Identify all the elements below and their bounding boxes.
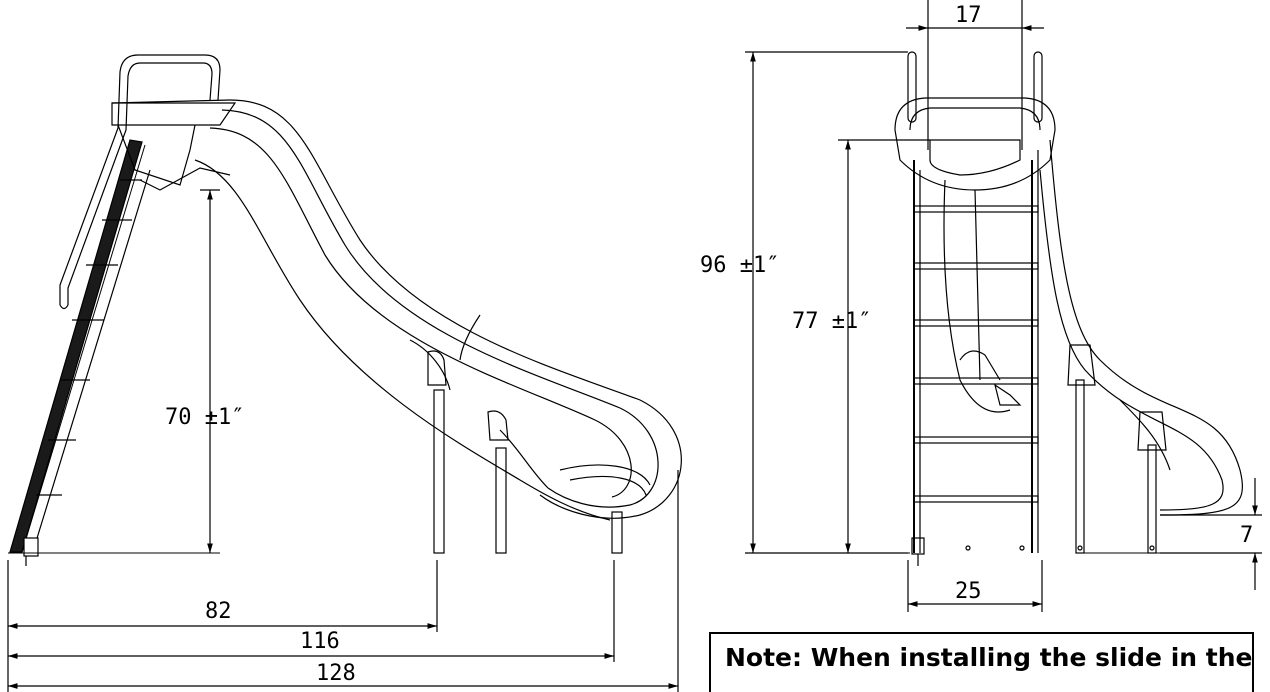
front-view [850,51,1244,566]
front-top-enclosure [894,97,1056,191]
side-length-82-label: 82 [205,599,232,624]
front-view-dimensions [745,0,1262,612]
side-height-label: 70 ±1″ [165,405,244,430]
front-platform-height-label: 77 ±1″ [792,309,871,334]
side-legs [427,350,623,554]
side-slide-body [194,99,682,521]
side-view-dimensions [7,189,679,692]
front-exit-height-label: 7 [1240,523,1253,548]
side-ladder [9,54,221,566]
side-view [8,54,682,566]
side-length-116-label: 116 [300,629,340,654]
installation-note: Note: When installing the slide in the [709,632,1254,692]
front-top-width-label: 17 [955,3,982,28]
front-chute [1049,139,1244,516]
side-length-128-label: 128 [316,661,356,686]
front-total-height-label: 96 ±1″ [700,253,779,278]
installation-note-text: Note: When installing the slide in the [725,643,1253,672]
front-bottom-width-label: 25 [955,579,982,604]
